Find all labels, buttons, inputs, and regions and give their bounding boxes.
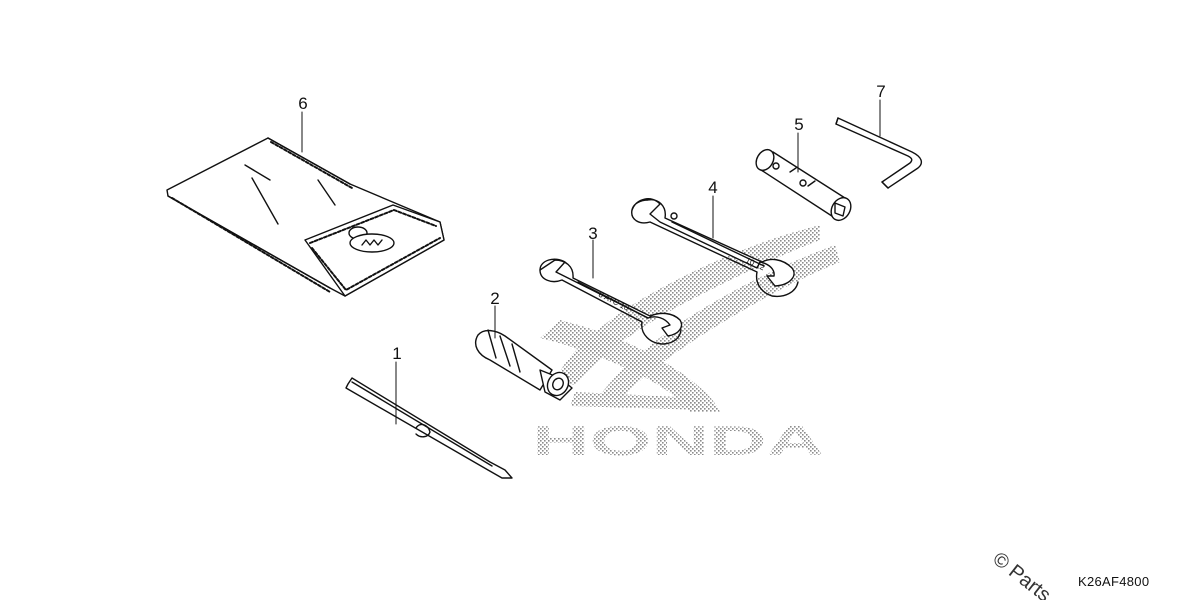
wrench-large [631,198,799,298]
screwdriver-handle [474,329,573,401]
callout-5: 5 [794,115,804,134]
wrench-small [539,258,683,345]
leader-lines [301,99,881,425]
honda-wing-logo [540,225,840,412]
callout-7: 7 [876,82,886,101]
callout-4: 4 [708,178,718,197]
screwdriver [345,377,513,479]
callout-3: 3 [588,224,598,243]
diagram-code: K26AF4800 [1078,574,1150,589]
hex-key [835,117,923,189]
callout-2: 2 [490,289,500,308]
callout-1: 1 [392,344,402,363]
callout-6: 6 [298,94,308,113]
tool-bag [166,137,445,297]
honda-logo-text: HONDA [532,417,824,464]
spark-plug-wrench [755,148,852,222]
